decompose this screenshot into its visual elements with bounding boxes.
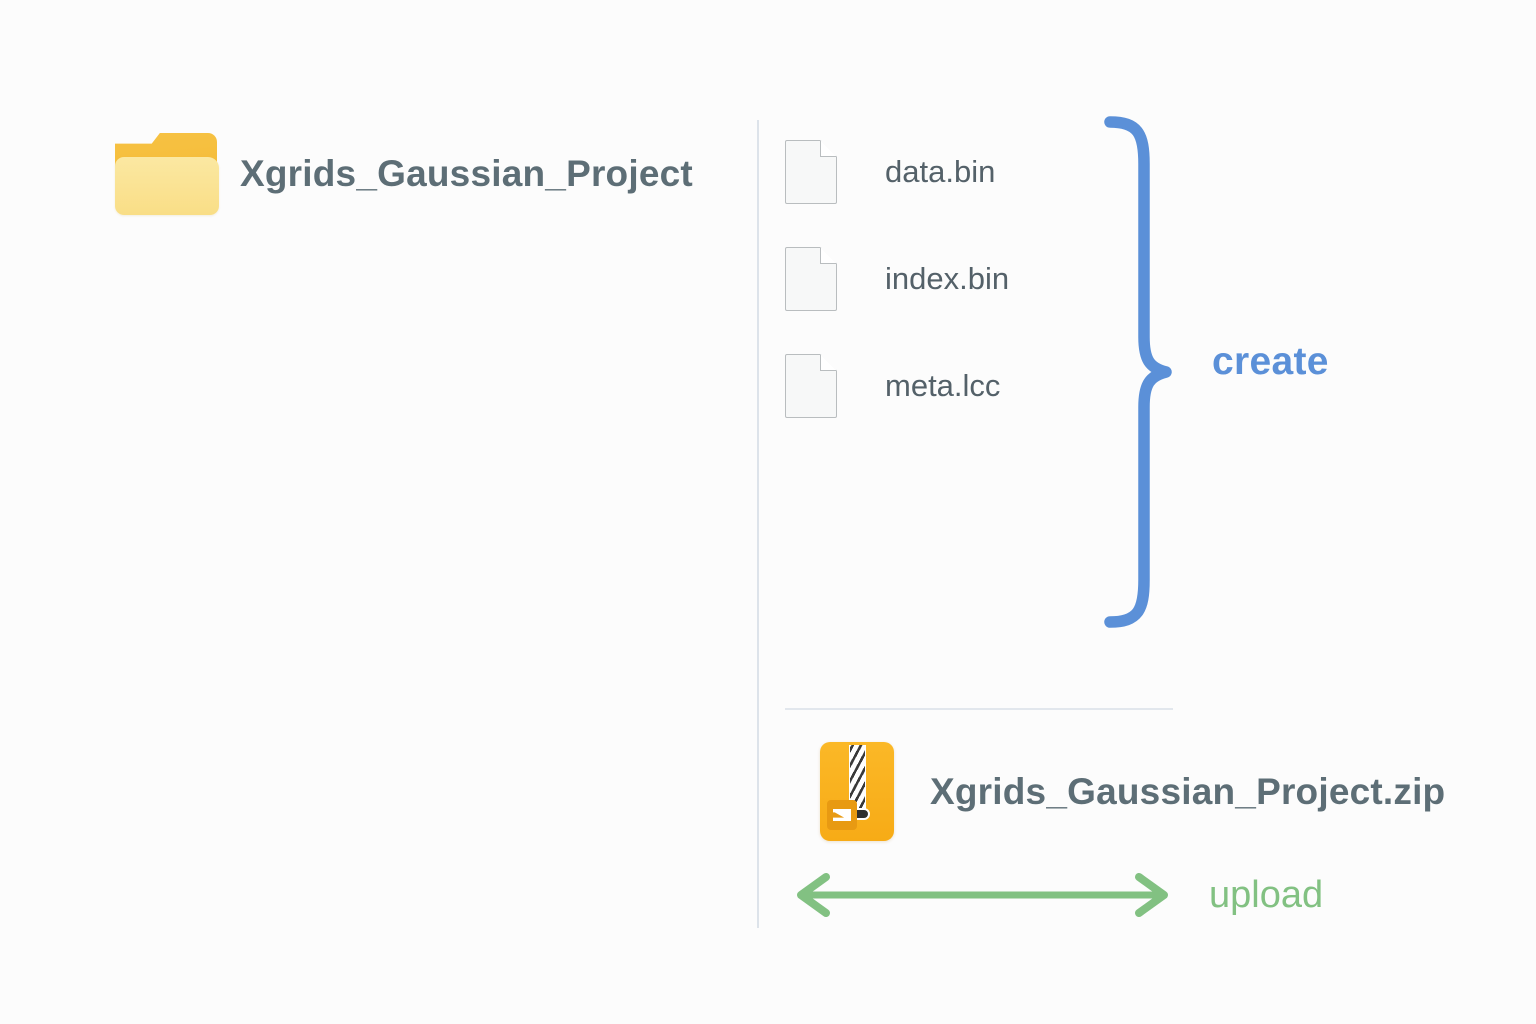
curly-brace-right-icon [1096, 112, 1186, 632]
upload-row: upload [790, 868, 1323, 922]
zip-icon-tab [827, 800, 857, 830]
zip-icon-zipper [849, 745, 866, 817]
horizontal-divider [785, 708, 1173, 710]
folder-icon [112, 131, 220, 217]
file-name-label: index.bin [885, 261, 1010, 296]
document-icon-fold [820, 354, 837, 371]
upload-label: upload [1209, 873, 1324, 916]
document-icon [785, 140, 837, 204]
archive-label: Xgrids_Gaussian_Project.zip [930, 770, 1446, 812]
source-folder-row[interactable]: Xgrids_Gaussian_Project [112, 131, 693, 217]
file-list: data.bin index.bin meta.lcc [785, 140, 1009, 461]
zip-file-icon [820, 742, 894, 841]
create-label: create [1212, 340, 1329, 383]
source-folder-label: Xgrids_Gaussian_Project [240, 153, 693, 194]
document-icon-fold [820, 247, 837, 264]
document-icon [785, 247, 837, 311]
file-name-label: data.bin [885, 154, 996, 189]
file-name-label: meta.lcc [885, 368, 1001, 403]
vertical-divider [757, 120, 759, 928]
double-headed-arrow-icon [797, 873, 1168, 917]
list-item[interactable]: meta.lcc [785, 354, 1009, 418]
folder-icon-body [115, 157, 219, 215]
list-item[interactable]: data.bin [785, 140, 1009, 204]
archive-row[interactable]: Xgrids_Gaussian_Project.zip [820, 742, 1445, 841]
document-icon [785, 354, 837, 418]
list-item[interactable]: index.bin [785, 247, 1009, 311]
